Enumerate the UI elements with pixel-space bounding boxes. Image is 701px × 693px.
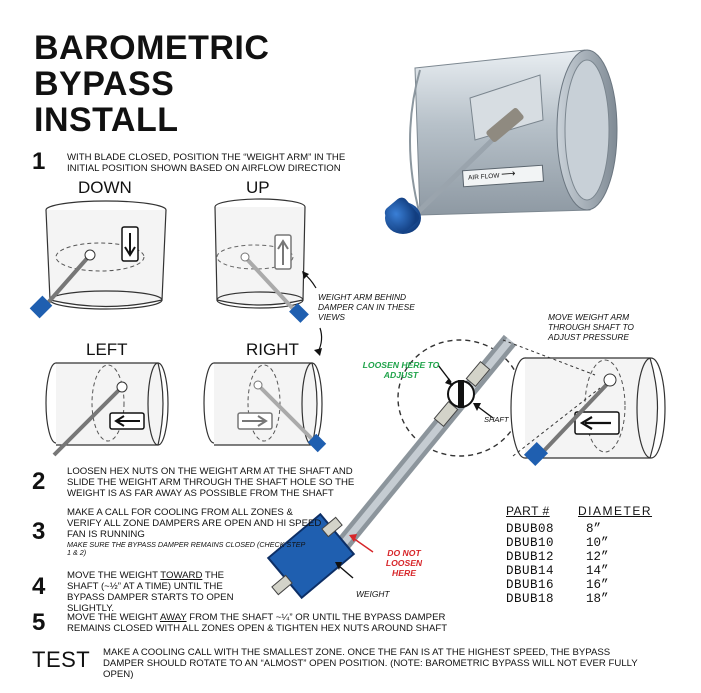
title-line-2: BYPASS — [34, 65, 175, 103]
step-5-text: MOVE THE WEIGHT AWAY FROM THE SHAFT ~¼” … — [67, 612, 448, 634]
step-3-note: MAKE SURE THE BYPASS DAMPER REMAINS CLOS… — [67, 540, 306, 557]
step-1-text: WITH BLADE CLOSED, POSITION THE “WEIGHT … — [67, 152, 346, 174]
up-view-diagram — [214, 198, 309, 323]
step-5-number: 5 — [32, 609, 46, 636]
parts-header-diameter: DIAMETER — [578, 504, 653, 518]
view-label-down: DOWN — [78, 178, 132, 197]
step-4-emphasis: TOWARD — [160, 570, 203, 581]
weight-arm-behind-callout: WEIGHT ARM BEHIND DAMPER CAN IN THESE VI… — [318, 292, 415, 322]
step-4-text: MOVE THE WEIGHT TOWARD THE SHAFT (~½” AT… — [67, 570, 234, 614]
view-label-up: UP — [246, 178, 270, 197]
title-line-1: BAROMETRIC — [34, 29, 270, 67]
step-3-text: MAKE A CALL FOR COOLING FROM ALL ZONES &… — [67, 507, 322, 540]
step-3-number: 3 — [32, 518, 46, 545]
step-1-number: 1 — [32, 148, 46, 175]
step-5-emphasis: AWAY — [159, 612, 187, 623]
page-title: BAROMETRIC BYPASS INSTALL — [34, 30, 269, 138]
title-line-3: INSTALL — [34, 101, 179, 139]
step-2-text: LOOSEN HEX NUTS ON THE WEIGHT ARM AT THE… — [67, 466, 355, 499]
step-4-number: 4 — [32, 573, 46, 600]
down-view-diagram — [29, 200, 167, 319]
damper-photo — [384, 49, 618, 234]
adjustment-diagram — [266, 334, 666, 600]
view-label-left: LEFT — [86, 340, 128, 359]
weight-arm-callout-arrows — [302, 271, 323, 356]
view-label-right: RIGHT — [246, 340, 299, 359]
loosen-here-callout: LOOSEN HERE TO ADJUST — [362, 360, 440, 380]
move-weight-arm-callout: MOVE WEIGHT ARM THROUGH SHAFT TO ADJUST … — [548, 312, 634, 342]
parts-header-part: PART # — [506, 504, 550, 518]
step-2-number: 2 — [32, 468, 46, 495]
test-text: MAKE A COOLING CALL WITH THE SMALLEST ZO… — [103, 647, 638, 680]
shaft-callout: SHAFT — [484, 415, 509, 424]
weight-callout: WEIGHT — [356, 589, 390, 599]
do-not-loosen-callout: DO NOT LOOSEN HERE — [385, 548, 423, 578]
left-view-diagram — [45, 362, 169, 457]
right-view-diagram — [203, 362, 327, 453]
test-label: TEST — [32, 647, 91, 672]
